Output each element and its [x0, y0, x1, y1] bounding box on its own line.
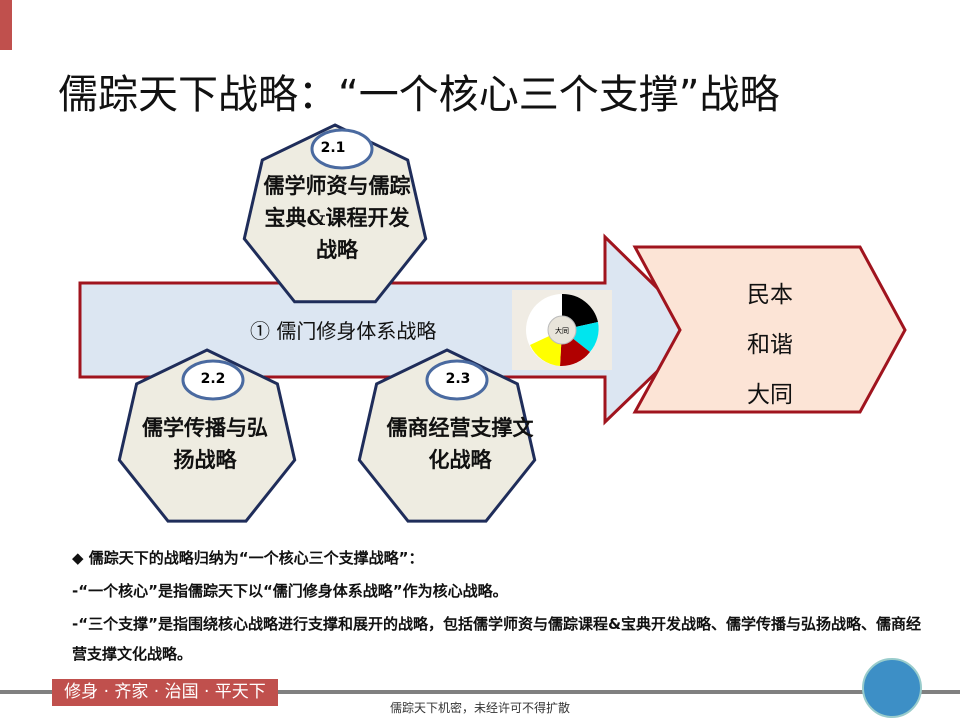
support-number: 2.2	[200, 371, 226, 387]
goal-item: 大同	[747, 382, 793, 408]
goals: 民本 和谐 大同	[720, 270, 820, 420]
goal-chevron	[632, 245, 907, 414]
core-strategy-label: ① 儒门修身体系战略	[250, 319, 437, 343]
footer-divider	[0, 690, 960, 694]
page-title: 儒踪天下战略：“一个核心三个支撑”战略	[58, 72, 780, 118]
bullet-item: -“三个支撑”是指围绕核心战略进行支撑和展开的战略，包括儒学师资与儒踪课程&宝典…	[72, 615, 922, 663]
confidential-notice: 儒踪天下机密，未经许可不得扩散	[389, 701, 570, 715]
goal-item: 民本	[747, 282, 793, 308]
company-logo	[862, 658, 922, 718]
support-label: 儒商经营支撑文化战略	[386, 415, 534, 472]
support-number: 2.3	[445, 371, 471, 387]
support-number-badge	[310, 128, 374, 170]
support-label: 儒学师资与儒踪宝典&课程开发战略	[263, 173, 411, 262]
support-heptagon	[117, 348, 297, 523]
support-number-badge	[181, 359, 245, 401]
support-heptagon	[242, 123, 428, 304]
summary-text: ◆ 儒踪天下的战略归纳为“一个核心三个支撑战略”： -“一个核心”是指儒踪天下以…	[72, 543, 932, 672]
wheel-image: 大同	[512, 290, 612, 370]
accent-bar	[0, 0, 12, 50]
bullet-item: -“一个核心”是指儒踪天下以“儒门修身体系战略”作为核心战略。	[72, 582, 508, 600]
support-heptagon	[357, 348, 537, 523]
support-number-badge	[425, 359, 489, 401]
support-number: 2.1	[320, 140, 346, 156]
support-label: 儒学传播与弘扬战略	[142, 415, 268, 472]
goal-item: 和谐	[747, 332, 793, 358]
bullet-heading: ◆ 儒踪天下的战略归纳为“一个核心三个支撑战略”：	[72, 549, 424, 567]
motto-banner: 修身 · 齐家 · 治国 · 平天下	[52, 679, 278, 706]
wheel-center-label: 大同	[555, 326, 569, 335]
